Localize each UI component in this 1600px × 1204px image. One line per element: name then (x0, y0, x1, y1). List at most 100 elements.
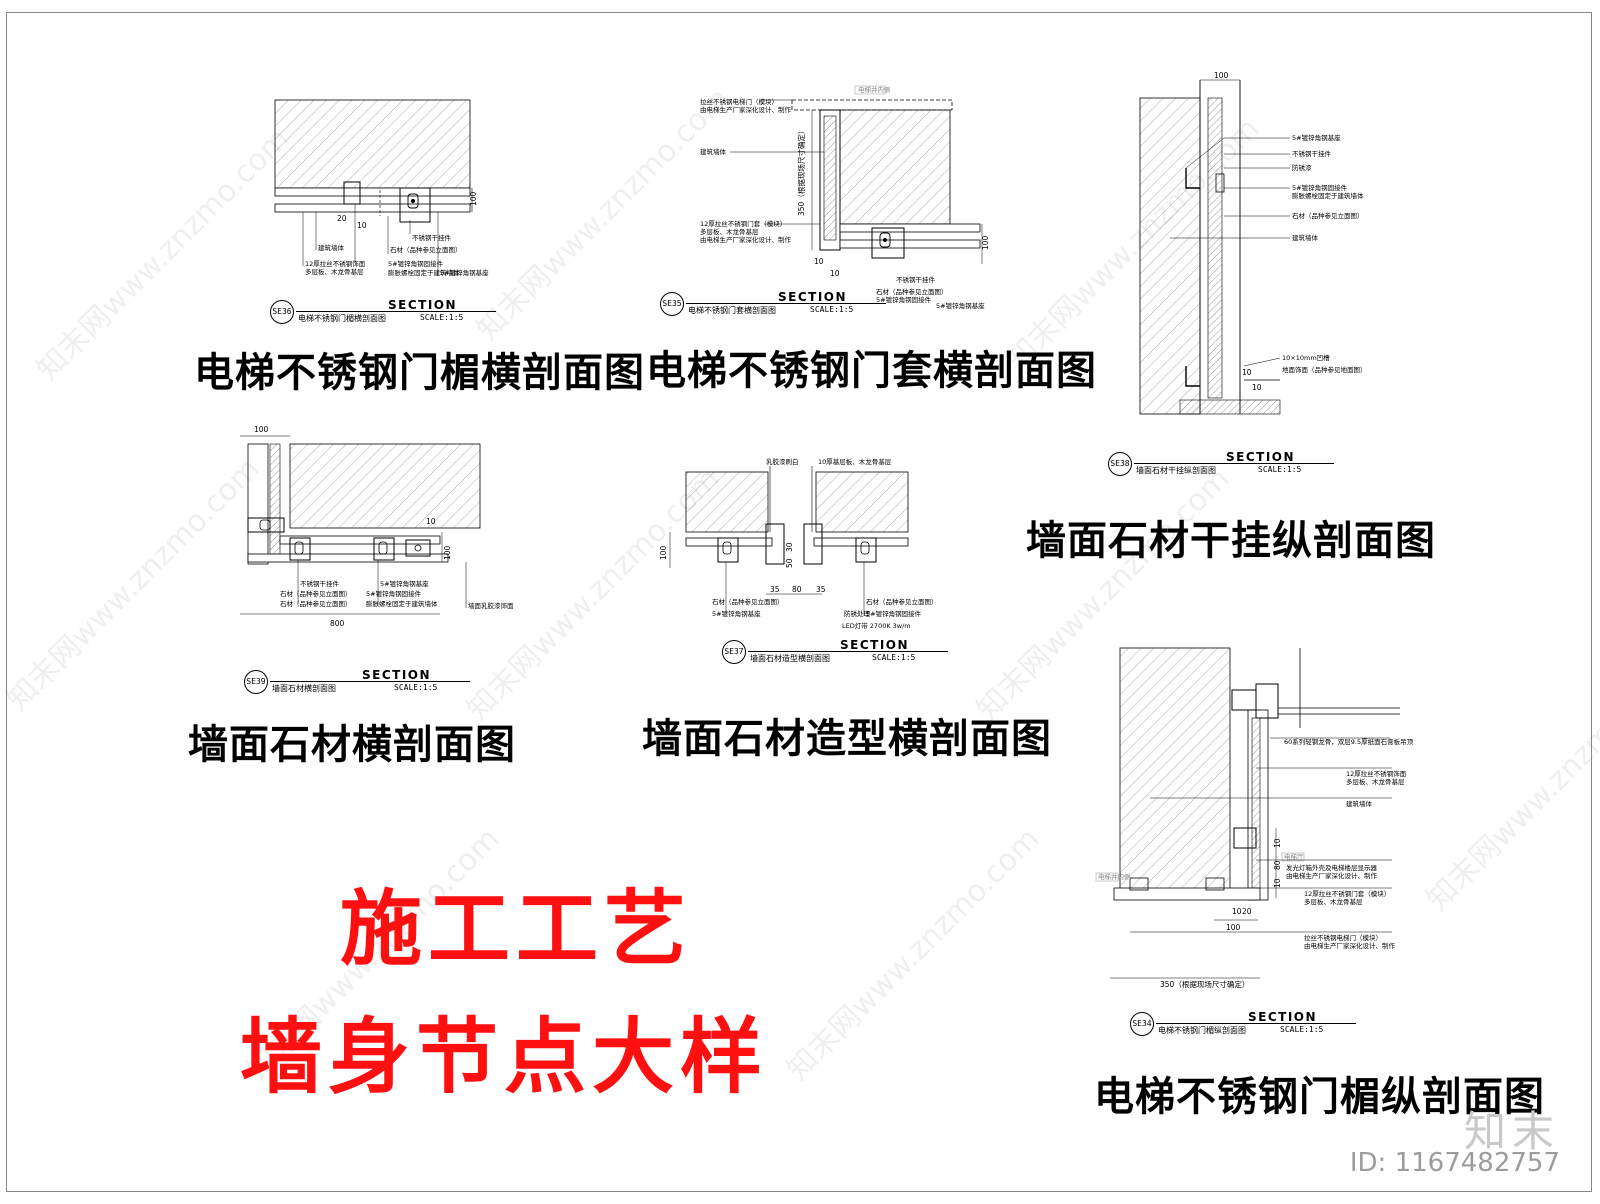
note: 石材（品种参见立面图） (1292, 211, 1364, 220)
banner-line-1: 施工工艺 (340, 882, 693, 977)
section-tag: SE37 (722, 640, 746, 664)
sheet-border (6, 12, 1592, 1192)
note: 5#镀锌角钢基座 (1292, 133, 1341, 142)
section-label-se37: SE37 SECTION 墙面石材造型横剖面图 SCALE:1:5 (722, 638, 952, 670)
section-word: SECTION (1226, 450, 1296, 464)
banner-line-2: 墙身节点大样 (240, 1010, 769, 1105)
note: 5#镀锌角钢固接件 (388, 259, 444, 268)
detail-se34-drawing: 电梯井内侧 电梯厅 10 80 10 10 20 100 350（根据现场尺寸确… (1095, 647, 1414, 989)
note: 多层板、木龙骨基层 (1346, 777, 1405, 786)
dim-label: 30 (785, 542, 794, 552)
dim-label: 20 (337, 214, 347, 223)
note: 由电梯生产厂家深化设计、制作 (700, 105, 792, 114)
dim-label: 100 (254, 425, 269, 434)
note: 石材（品种参见立面图） (280, 599, 352, 608)
dim-label: 100 (443, 545, 452, 560)
note: 建筑墙体 (1346, 799, 1373, 808)
section-subtitle: 电梯不锈钢门套横剖面图 (688, 306, 776, 315)
note: 石材（品种参见立面图） (876, 287, 948, 296)
dim-label: 100 (1214, 71, 1229, 80)
note: 地面饰面（品种参见地面图） (1282, 365, 1367, 374)
brand-logo: 知末 (1463, 1107, 1560, 1156)
note: 5#镀锌角钢固接件 (866, 609, 922, 618)
section-underline (296, 311, 496, 312)
note: 由电梯生产厂家深化设计、制作 (700, 235, 792, 244)
note: 5#镀锌角钢固接件 (1292, 183, 1348, 192)
note: 5#镀锌角钢基座 (936, 301, 985, 310)
note: 5#镀锌角钢基座 (712, 609, 761, 618)
note: 60系列轻钢龙骨，双层9.5厚纸面石膏板吊顶 (1284, 737, 1414, 746)
note: 12厚拉丝不锈钢门套（模块） (700, 219, 786, 228)
note: 拉丝不锈钢电梯门（模块） (700, 97, 778, 106)
note: 由电梯生产厂家深化设计、制作 (1304, 941, 1396, 950)
note: 拉丝不锈钢电梯门（模块） (1304, 933, 1382, 942)
dim-label: 20 (1242, 907, 1252, 916)
note: 墙面乳胶漆饰面 (468, 601, 514, 610)
dim-label: 10 (830, 269, 840, 278)
dim-label: 350（根据现场尺寸确定） (796, 127, 806, 216)
section-underline (1134, 463, 1334, 464)
note: 膨胀螺栓固定于建筑墙体 (366, 599, 438, 608)
dim-label: 10 (1232, 907, 1242, 916)
section-label-se34: SE34 SECTION 电梯不锈钢门楣纵剖面图 SCALE:1:5 (1130, 1010, 1360, 1042)
dim-label: 10 (814, 257, 824, 266)
section-word: SECTION (840, 638, 910, 652)
section-scale: SCALE:1:5 (1280, 1025, 1324, 1034)
note: 10厚基层板、木龙骨基层 (818, 457, 892, 466)
detail-se38-drawing: 100 10 10 5#镀锌角钢基座 不锈钢干挂件 防锈漆 5#镀锌角钢固接件 … (1139, 71, 1367, 415)
note: 5#镀锌角钢基座 (380, 579, 429, 588)
note: 12厚拉丝不锈钢饰面 (1346, 769, 1407, 778)
section-label-se39: SE39 SECTION 墙面石材横剖面图 SCALE:1:5 (244, 668, 474, 700)
section-subtitle: 电梯不锈钢门楣横剖面图 (298, 314, 386, 323)
note: 12厚拉丝不锈钢饰面 (305, 259, 366, 268)
note: 膨胀螺栓固定于建筑墙体 (1292, 191, 1364, 200)
note: 建筑墙体 (1292, 233, 1319, 242)
note: 不锈钢干挂件 (300, 579, 340, 588)
note: 膨胀螺栓固定于建筑墙体 (388, 268, 460, 277)
note: 建筑墙体 (700, 147, 727, 156)
image-id-label: ID: 1167482757 (1349, 1148, 1560, 1178)
section-scale: SCALE:1:5 (394, 683, 438, 692)
detail-se39-drawing: 100 10 100 800 不锈钢干挂件 石材（品种参见立面图） 石材（品种参… (240, 425, 514, 628)
dim-label: 100 (469, 191, 478, 206)
detail-title: 墙面石材造型横剖面图 (642, 716, 1052, 762)
note: 石材（品种参见立面图） (390, 245, 462, 254)
note: 电梯井内侧 (1098, 872, 1131, 881)
dim-label: 10 (426, 517, 436, 526)
note: 12厚拉丝不锈钢门套（模块） (1304, 889, 1390, 898)
section-scale: SCALE:1:5 (810, 305, 854, 314)
section-label-se36: SE36 SECTION 电梯不锈钢门楣横剖面图 SCALE:1:5 (270, 298, 500, 330)
dim-label: 100 (659, 545, 668, 560)
dim-label: 800 (330, 619, 345, 628)
note: 乳胶漆刷白 (766, 457, 799, 466)
dim-label: 35 (770, 585, 780, 594)
note: 不锈钢干挂件 (896, 275, 936, 284)
dim-label: 10 (1242, 368, 1252, 377)
detail-title: 电梯不锈钢门楣纵剖面图 (1094, 1074, 1545, 1120)
section-label-se38: SE38 SECTION 墙面石材干挂纵剖面图 SCALE:1:5 (1108, 450, 1338, 482)
note: 建筑墙体 (318, 243, 345, 252)
note: 防锈漆 (1292, 163, 1312, 172)
dim-label: 35 (816, 585, 826, 594)
detail-se36-drawing: 100 20 10 12厚拉丝不锈钢饰面 多层板、木龙骨基层 建筑墙体 不锈钢干… (274, 99, 489, 277)
note: 5#镀锌角钢基座 (440, 268, 489, 277)
dim-label: 100 (1226, 923, 1241, 932)
section-subtitle: 电梯不锈钢门楣纵剖面图 (1158, 1026, 1246, 1035)
note: 不锈钢干挂件 (1292, 149, 1332, 158)
note: 石材（品种参见立面图） (866, 597, 938, 606)
dim-label: 80 (792, 585, 802, 594)
dim-label: 10 (1252, 383, 1262, 392)
note: 由电梯生产厂家深化设计、制作 (1286, 871, 1378, 880)
section-tag: SE34 (1130, 1012, 1154, 1036)
dim-label: 10 (357, 221, 367, 230)
section-subtitle: 墙面石材造型横剖面图 (750, 654, 830, 663)
note: 防锈处理 (844, 609, 871, 618)
section-tag: SE36 (270, 300, 294, 324)
note: 5#镀锌角钢固接件 (366, 589, 422, 598)
dim-label: 80 (1273, 860, 1282, 870)
section-underline (748, 651, 948, 652)
section-subtitle: 墙面石材横剖面图 (272, 684, 336, 693)
note: LED灯带 2700K 3w/m (842, 621, 911, 630)
note: 石材（品种参见立面图） (280, 589, 352, 598)
dim-label: 10 (1273, 878, 1282, 888)
